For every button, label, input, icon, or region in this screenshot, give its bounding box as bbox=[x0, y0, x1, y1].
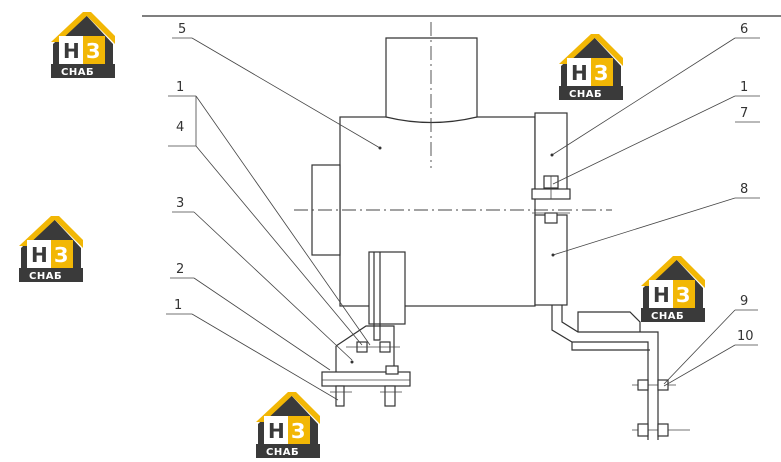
callout-1-bottom-left: 1 bbox=[174, 298, 182, 313]
svg-text:З: З bbox=[594, 61, 608, 85]
watermark-logo: Н З СНАБ bbox=[641, 256, 705, 322]
leader-lines bbox=[166, 37, 760, 401]
callout-6: 6 bbox=[740, 22, 748, 37]
right-bolt-upper bbox=[632, 379, 676, 391]
callout-8: 8 bbox=[740, 182, 748, 197]
watermark-logo: Н З СНАБ bbox=[51, 12, 115, 78]
watermark-logo: Н З СНАБ bbox=[256, 392, 320, 458]
callout-9: 9 bbox=[740, 294, 748, 309]
marker-dot bbox=[350, 360, 354, 364]
svg-text:СНАБ: СНАБ bbox=[61, 67, 94, 78]
svg-text:СНАБ: СНАБ bbox=[569, 89, 602, 100]
svg-text:Н: Н bbox=[31, 243, 48, 267]
right-support-bracket bbox=[551, 305, 659, 440]
watermark-logo: Н З СНАБ bbox=[559, 34, 623, 100]
svg-text:СНАБ: СНАБ bbox=[266, 447, 299, 458]
clamp-bolt-upper bbox=[531, 175, 571, 224]
svg-text:Н: Н bbox=[268, 419, 285, 443]
callout-3: 3 bbox=[176, 196, 184, 211]
callout-5: 5 bbox=[178, 22, 186, 37]
left-support-bracket bbox=[321, 252, 411, 407]
callout-10: 10 bbox=[737, 329, 754, 344]
callout-1-top-left: 1 bbox=[176, 80, 184, 95]
callout-1-right: 1 bbox=[740, 80, 748, 95]
muffler-body bbox=[311, 37, 568, 325]
marker-dot bbox=[551, 253, 555, 257]
watermark-logo: Н З СНАБ bbox=[19, 216, 83, 282]
callout-7: 7 bbox=[740, 106, 748, 121]
svg-text:З: З bbox=[291, 419, 305, 443]
svg-text:Н: Н bbox=[571, 61, 588, 85]
svg-text:Н: Н bbox=[653, 283, 670, 307]
svg-text:З: З bbox=[676, 283, 690, 307]
callout-4: 4 bbox=[176, 120, 184, 135]
right-bolt-lower bbox=[632, 423, 690, 437]
marker-dot bbox=[550, 153, 554, 157]
svg-text:З: З bbox=[54, 243, 68, 267]
svg-text:З: З bbox=[86, 39, 100, 63]
callout-2: 2 bbox=[176, 262, 184, 277]
marker-dot bbox=[378, 146, 382, 150]
svg-text:СНАБ: СНАБ bbox=[29, 271, 62, 282]
svg-text:СНАБ: СНАБ bbox=[651, 311, 684, 322]
svg-text:Н: Н bbox=[63, 39, 80, 63]
